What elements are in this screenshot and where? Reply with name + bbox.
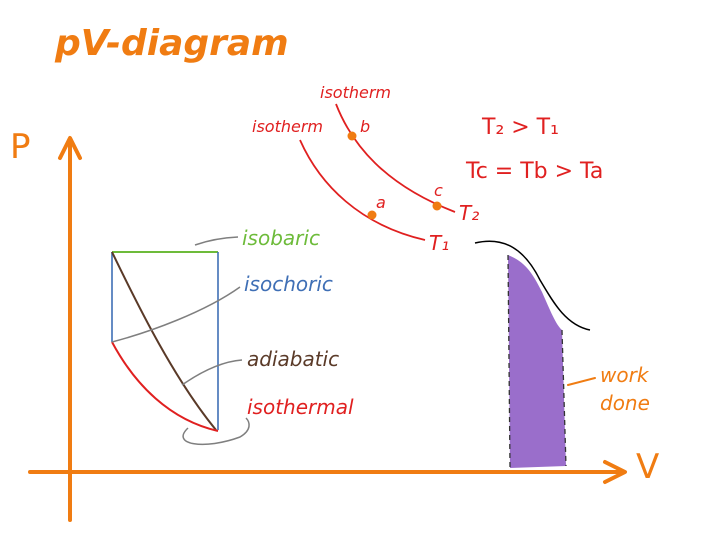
point-c <box>432 201 442 211</box>
adiabatic-label: adiabatic <box>247 347 339 371</box>
p-axis-label: P <box>10 127 31 167</box>
adiabatic-curve <box>111 251 217 431</box>
isotherm-t1-curve <box>299 139 426 241</box>
axes: P V <box>10 127 659 522</box>
isobaric-label: isobaric <box>242 226 320 250</box>
point-c-label: c <box>434 181 443 200</box>
isothermal-curve <box>111 341 219 432</box>
point-b-label: b <box>360 117 370 136</box>
t2-label: T₂ <box>459 201 479 225</box>
relation-t2-t1: T₂ > T₁ <box>481 115 559 140</box>
relation-tc-tb-ta: Tc = Tb > Ta <box>465 159 603 184</box>
point-a <box>367 210 377 220</box>
work-curve <box>474 240 591 331</box>
work-label-line1: work <box>600 363 650 387</box>
isothermal-label: isothermal <box>247 395 354 419</box>
isotherm-label-lower: isotherm <box>252 117 323 136</box>
isobaric-leader <box>194 236 239 246</box>
isotherms: b c a isotherm isotherm T₂ T₁ <box>252 83 479 255</box>
v-axis-label: V <box>636 447 659 487</box>
isochoric-label: isochoric <box>244 272 333 296</box>
isothermal-leader <box>182 417 250 446</box>
work-boundary-right <box>561 329 567 467</box>
adiabatic-leader <box>181 359 243 386</box>
point-a-label: a <box>376 193 386 212</box>
p-axis-arrow <box>58 136 82 160</box>
v-axis-arrow <box>603 460 627 484</box>
work-area <box>508 255 566 468</box>
work-pointer <box>567 377 596 386</box>
t1-label: T₁ <box>429 231 449 255</box>
isochoric-leader <box>111 286 241 343</box>
process-diagram: isobaric isochoric adiabatic isothermal <box>111 226 354 446</box>
page-title: pV-diagram <box>54 23 289 64</box>
isotherm-label-upper: isotherm <box>320 83 391 102</box>
isotherm-t2-curve <box>335 103 456 213</box>
work-label-line2: done <box>600 391 650 415</box>
work-done: work done <box>474 240 650 469</box>
point-b <box>347 131 357 141</box>
